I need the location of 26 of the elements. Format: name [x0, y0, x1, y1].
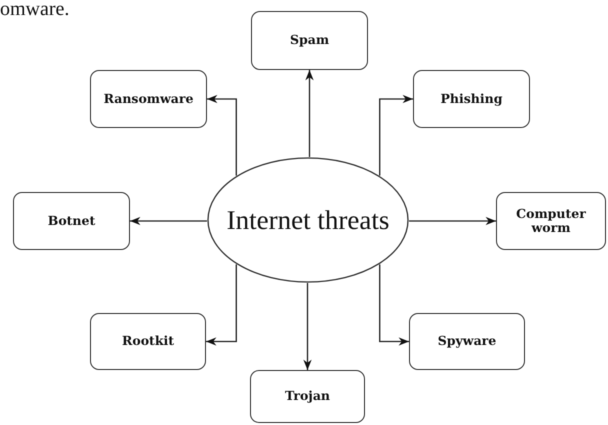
arrow: [379, 264, 409, 346]
arrow: [207, 94, 237, 176]
arrow: [130, 216, 207, 226]
category-label: Spyware: [436, 334, 498, 349]
category-box: [90, 313, 206, 370]
category-box: [90, 70, 207, 128]
arrow: [206, 264, 237, 346]
category-label: Ransomware: [102, 92, 194, 106]
category-box: [250, 370, 365, 423]
text-fragment: omware.: [0, 0, 70, 21]
category-label: Botnet: [46, 214, 96, 228]
category-box: [409, 313, 525, 370]
arrow: [409, 216, 496, 226]
category-box: [496, 192, 606, 250]
category-label: Phishing: [440, 92, 504, 106]
category-label: Rootkit: [120, 334, 176, 349]
category-box: [413, 70, 530, 128]
category-label: Spam: [288, 33, 330, 48]
category-box: [13, 192, 130, 250]
category-label: Trojan: [284, 389, 332, 404]
arrow: [305, 70, 314, 157]
category-box: [251, 11, 368, 70]
arrow: [379, 94, 413, 176]
arrow: [303, 283, 312, 370]
topic-label: Internet threats: [226, 206, 390, 234]
category-label: Computer worm: [515, 206, 587, 236]
